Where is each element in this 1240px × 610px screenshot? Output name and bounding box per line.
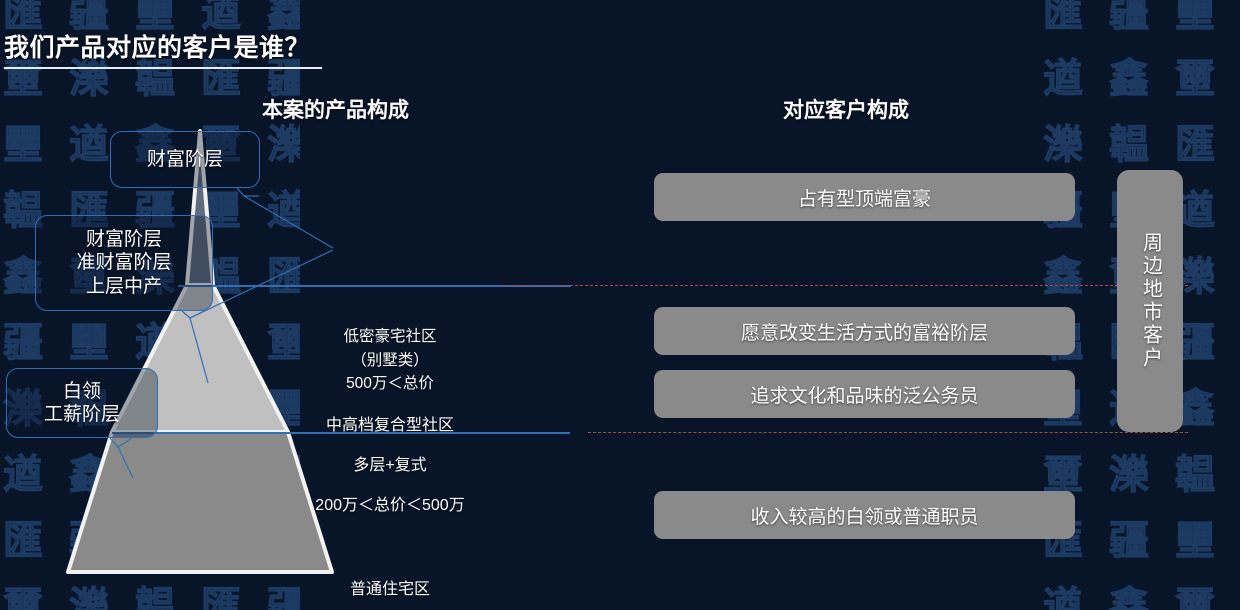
watermark-glyph: 疆 xyxy=(1109,0,1150,36)
text-line: 工薪阶层 xyxy=(43,404,120,425)
watermark-glyph: 匯 xyxy=(1175,121,1216,168)
watermark-glyph: 遒 xyxy=(1043,55,1084,102)
watermark-glyph: 濼 xyxy=(1109,451,1150,498)
surrounding-city-customers-box[interactable]: 周边地市客户 xyxy=(1117,170,1183,432)
text-line: 白领 xyxy=(62,380,101,402)
text-line: 准财富阶层 xyxy=(76,252,172,274)
customer-box-lifestyle-affluent[interactable]: 愿意改变生活方式的富裕阶层 xyxy=(654,307,1075,355)
surrounding-city-customers-label: 周边地市客户 xyxy=(1139,232,1162,370)
watermark-glyph: 鑫 xyxy=(1043,253,1084,300)
text-line: 上层中产 xyxy=(85,275,162,297)
customer-box-white-collar[interactable]: 收入较高的白领或普通职员 xyxy=(654,491,1075,539)
watermark-glyph: 鑫 xyxy=(1109,583,1150,610)
watermark-glyph: 鑫 xyxy=(1109,55,1150,102)
page-title: 我们产品对应的客户是谁？ xyxy=(4,34,311,62)
watermark-glyph: 壐 xyxy=(1175,55,1216,102)
customer-box-civil-servant[interactable]: 追求文化和品味的泛公务员 xyxy=(654,370,1075,418)
slide-title-block: 我们产品对应的客户是谁？ xyxy=(4,28,322,69)
watermark-glyph: 濼 xyxy=(1043,121,1084,168)
pyramid-tier-bottom[interactable] xyxy=(66,430,334,574)
watermark-glyph: 韞 xyxy=(1175,451,1216,498)
divider-dashed-lower xyxy=(588,432,1188,433)
title-underline xyxy=(4,67,322,69)
divider-solid-lower xyxy=(112,432,570,434)
text-line: 财富阶层 xyxy=(146,148,223,170)
divider-solid-upper xyxy=(178,285,571,287)
heading-customer-composition: 对应客户构成 xyxy=(783,99,909,122)
divider-dashed-upper xyxy=(500,285,1188,286)
text-line: 财富阶层 xyxy=(85,229,162,251)
watermark-glyph: 壐 xyxy=(1175,583,1216,610)
heading-product-composition: 本案的产品构成 xyxy=(262,99,409,122)
callout-white-collar[interactable]: 白领工薪阶层 xyxy=(6,368,158,438)
callout-wealth-quasi-upper-middle[interactable]: 财富阶层准财富阶层上层中产 xyxy=(35,215,213,311)
callout-wealth-class[interactable]: 财富阶层 xyxy=(110,131,260,188)
watermark-glyph: 壨 xyxy=(1175,517,1216,564)
customer-box-top-tycoon[interactable]: 占有型顶端富豪 xyxy=(654,173,1075,221)
watermark-glyph: 遒 xyxy=(1043,583,1084,610)
watermark-glyph: 匯 xyxy=(1043,0,1084,36)
watermark-glyph: 疆 xyxy=(1109,517,1150,564)
watermark-glyph: 韞 xyxy=(1109,121,1150,168)
watermark-glyph: 壨 xyxy=(1175,0,1216,36)
